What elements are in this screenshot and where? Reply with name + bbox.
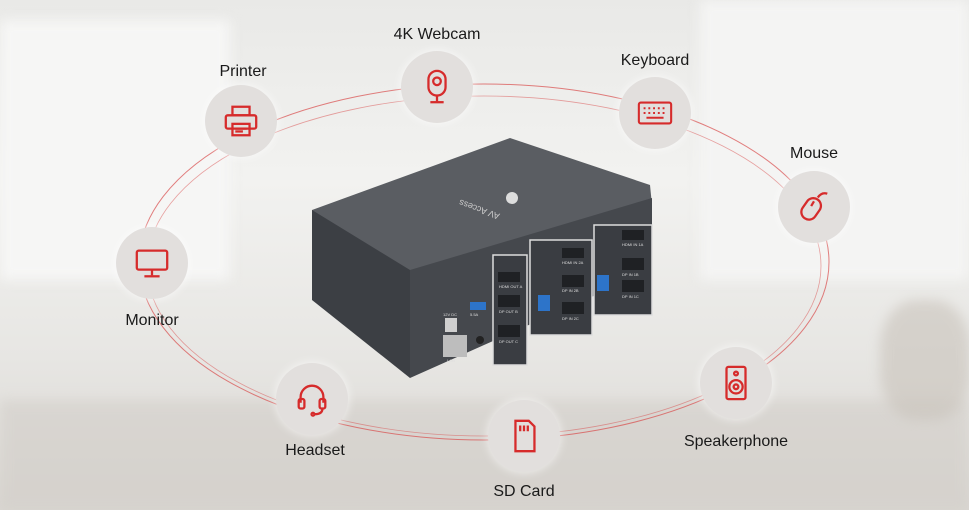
printer-node[interactable] (205, 85, 277, 157)
svg-text:LAN: LAN (447, 358, 455, 363)
printer-label: Printer (219, 63, 267, 80)
svg-text:HDMI IN 1A: HDMI IN 1A (622, 242, 644, 247)
background-window (0, 20, 230, 280)
headset-label: Headset (285, 442, 345, 459)
speakerphone-label: Speakerphone (683, 433, 789, 450)
svg-text:5.5A: 5.5A (470, 312, 479, 317)
sd-card-label: SD Card (493, 483, 555, 500)
keyboard-label: Keyboard (620, 52, 690, 69)
headset-icon (297, 384, 327, 417)
svg-text:12V DC: 12V DC (443, 312, 457, 317)
background-plant (880, 300, 969, 420)
monitor-icon (135, 249, 169, 278)
svg-text:DP IN 2C: DP IN 2C (562, 316, 579, 321)
speakerphone-node[interactable] (700, 347, 772, 419)
webcam-icon (427, 69, 447, 104)
svg-text:DP OUT C: DP OUT C (499, 339, 518, 344)
svg-text:HDMI OUT A: HDMI OUT A (499, 284, 523, 289)
speaker-icon (725, 365, 747, 401)
svg-text:DP IN 1B: DP IN 1B (622, 272, 639, 277)
kvm-switch-device: AV Access HDMI OUT A DP OUT B DP OUT C H… (312, 138, 653, 378)
keyboard-icon (637, 101, 673, 125)
mouse-icon (800, 192, 828, 221)
background-desk (0, 400, 969, 510)
keyboard-node[interactable] (619, 77, 691, 149)
mouse-label: Mouse (789, 145, 839, 162)
mouse-node[interactable] (778, 171, 850, 243)
svg-text:DP OUT B: DP OUT B (499, 309, 518, 314)
headset-node[interactable] (276, 363, 348, 435)
printer-icon (224, 105, 258, 137)
webcam-node[interactable] (401, 51, 473, 123)
webcam-label: 4K Webcam (393, 26, 481, 43)
svg-text:DP IN 2B: DP IN 2B (562, 288, 579, 293)
monitor-node[interactable] (116, 227, 188, 299)
sd-card-node[interactable] (488, 400, 560, 472)
sd-card-icon (514, 419, 536, 453)
svg-text:DP IN 1C: DP IN 1C (622, 294, 639, 299)
svg-text:HDMI IN 2A: HDMI IN 2A (562, 260, 584, 265)
monitor-label: Monitor (125, 312, 179, 329)
